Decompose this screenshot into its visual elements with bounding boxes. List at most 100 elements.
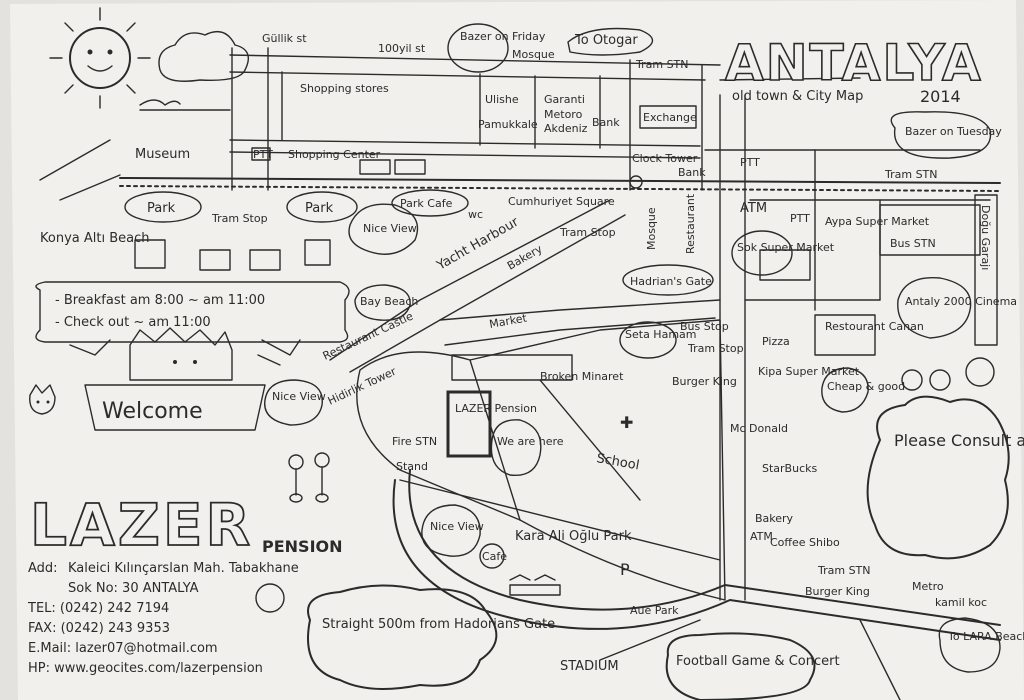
hadrians-gate-label: Hadrian's Gate: [630, 275, 712, 288]
aue-park-label: Aue Park: [630, 604, 679, 617]
cafe-label: Cafe: [482, 550, 507, 563]
ptt3-label: PTT: [790, 212, 810, 225]
flower-icon: [288, 452, 330, 503]
cafe-circle: [479, 543, 505, 569]
stadium-label: STADIUM: [560, 659, 619, 674]
wc-label: wc: [468, 208, 483, 221]
title-sub: old town & City Map: [732, 89, 863, 104]
map-title: ANTALYA old town & City Map 2014: [724, 33, 983, 106]
burger-king-label: Burger King: [672, 375, 737, 388]
broken-minaret-label: Broken Minaret: [540, 370, 624, 383]
sok-market-label: Sok Super Market: [737, 241, 835, 254]
bazar-tuesday-label: Bazer on Tuesday: [905, 125, 1002, 138]
aypa-market-label: Aypa Super Market: [825, 215, 930, 228]
bay-beach-label: Bay Beach: [360, 295, 418, 308]
welcome-figure: [84, 327, 266, 431]
address-line-2: Sok No: 30 ANTALYA: [68, 581, 199, 596]
nice-view1-label: Nice View: [363, 222, 417, 235]
seta-hamam-bubble: [619, 321, 677, 359]
park2-bubble: [286, 191, 358, 223]
metro-kamil-label: Metro: [912, 580, 944, 593]
parking-icon: P: [620, 560, 630, 579]
road-network: [39, 47, 1001, 700]
akdeniz-label: Akdeniz: [544, 122, 588, 135]
hadrians-gate-bubble: [622, 264, 714, 296]
bay-beach-bubble: [354, 284, 411, 321]
we-are-here-label: We are here: [497, 435, 564, 448]
tram-stop2-label: Tram Stop: [559, 226, 616, 239]
trees-icon: [69, 339, 301, 366]
restaurant-canan-label: Restourant Canan: [825, 320, 924, 333]
stand-label: Stand: [396, 460, 428, 473]
checkout-label: - Check out ~ am 11:00: [55, 315, 211, 330]
kamil-koc-label: kamil koc: [935, 596, 987, 609]
please-consult-label: Please Consult about anything: [894, 431, 1024, 450]
cheap-good-label: Cheap & good: [827, 380, 905, 393]
ulisha-label: Ulishe: [485, 93, 519, 106]
burger-king2-label: Burger King: [805, 585, 870, 598]
school-label: School: [595, 451, 640, 473]
bus-stn-label: Bus STN: [890, 237, 936, 250]
garanti-label: Garanti: [544, 93, 585, 106]
bazar-friday-bubble: [447, 23, 509, 73]
museum-label: Museum: [135, 147, 190, 162]
football-label: Football Game & Concert: [676, 654, 840, 669]
kipa-market-label: Kipa Super Market: [758, 365, 860, 378]
faces-icon: [901, 357, 995, 391]
logo-suffix: PENSION: [262, 537, 343, 556]
we-are-here-bubble: [490, 419, 542, 477]
bus-stop-label: Bus Stop: [680, 320, 729, 333]
nice-view2-label: Nice View: [272, 390, 326, 403]
address-line-1: Kaleici Kılınçarslan Mah. Tabakhane: [68, 561, 299, 576]
breakfast-label: - Breakfast am 8:00 ~ am 11:00: [55, 293, 265, 308]
sun-icon: [49, 7, 151, 109]
bazar-friday-label-1: Bazer on Friday: [460, 30, 546, 43]
kara-ali-label: Kara Ali Oğlu Park: [515, 529, 632, 544]
ptt-label: PTT: [253, 148, 273, 161]
mc-donald-label: Mc Donald: [730, 422, 788, 435]
ptt2-label: PTT: [740, 156, 760, 169]
lazer-pension-box-label: LAZER Pension: [455, 402, 537, 415]
playground-icon: [509, 574, 561, 596]
to-otogar-label: To Otogar: [574, 33, 638, 48]
mosque2-label: Mosque: [645, 207, 658, 250]
tram-icon: [359, 159, 426, 175]
lazer-pension-marker: [446, 390, 492, 458]
fire-stn-label: Fire STN: [392, 435, 437, 448]
clock-icon: [629, 175, 643, 189]
pizza-label: Pizza: [762, 335, 790, 348]
cloud-icon: [158, 31, 249, 82]
straight-label: Straight 500m from Hadorians Gate: [322, 617, 555, 632]
fax-line: FAX: (0242) 243 9353: [28, 621, 170, 636]
bakery2-label: Bakery: [755, 512, 794, 525]
restaurant-label: Restaurant: [684, 193, 697, 254]
nice-view3-bubble: [421, 504, 481, 557]
exchange-box: [639, 105, 697, 129]
please-consult-cloud: [866, 395, 1010, 560]
cumhuriyet-label: Cumhuriyet Square: [508, 195, 615, 208]
cheap-good-bubble: [821, 367, 869, 413]
title-main: ANTALYA: [725, 34, 983, 92]
welcome-label: Welcome: [102, 399, 203, 424]
title-year: 2014: [920, 87, 961, 106]
logo-word: LAZER: [30, 491, 253, 559]
building-blocks: [134, 147, 981, 381]
football-cloud: [665, 632, 816, 700]
sok-market-bubble: [731, 230, 793, 276]
paper-sheet: [10, 0, 1024, 700]
dogu-garaji-box: [974, 194, 998, 346]
coffee-label: Coffee Shibo: [770, 536, 840, 549]
tram-stop-label: Tram Stop: [211, 212, 268, 225]
park-cafe-bubble: [391, 189, 469, 217]
tram-stn-bottom-label: Tram STN: [817, 564, 871, 577]
clock-tower-label: Clock Tower: [632, 152, 698, 165]
metro-label: Metoro: [544, 108, 583, 121]
hours-box: [35, 281, 350, 343]
hp-line: HP: www.geocites.com/lazerpension: [28, 661, 263, 676]
to-lara-label: To LARA Beach: [947, 630, 1024, 643]
to-lara-bubble: [938, 617, 1001, 673]
tram-stn-right-label: Tram STN: [884, 168, 938, 181]
straight-cloud: [307, 584, 498, 690]
tomato-icon: [255, 583, 285, 613]
nice-view2-bubble: [264, 379, 323, 426]
